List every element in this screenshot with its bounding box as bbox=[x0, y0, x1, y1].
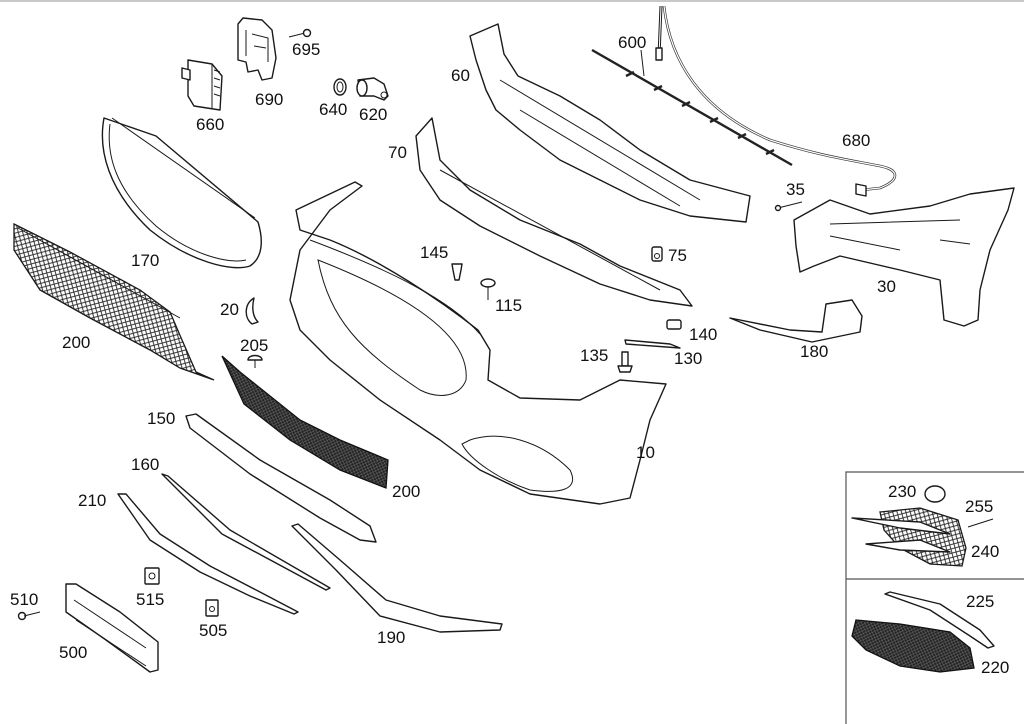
part-180-bracket bbox=[729, 299, 863, 343]
part-150-trim bbox=[185, 413, 377, 543]
part-500-license-plate-holder bbox=[65, 583, 159, 673]
label-680: 680 bbox=[842, 131, 870, 150]
part-660-control-unit bbox=[181, 59, 223, 111]
label-205: 205 bbox=[240, 336, 268, 355]
label-660: 660 bbox=[196, 115, 224, 134]
label-515: 515 bbox=[136, 590, 164, 609]
part-135-screw bbox=[617, 351, 633, 373]
label-60: 60 bbox=[451, 66, 470, 85]
label-695: 695 bbox=[292, 40, 320, 59]
part-145-screw bbox=[451, 263, 463, 281]
part-205-rivet bbox=[247, 354, 263, 368]
label-20: 20 bbox=[220, 300, 239, 319]
label-140: 140 bbox=[689, 325, 717, 344]
part-130-strip bbox=[624, 339, 681, 349]
part-140-clip bbox=[666, 319, 682, 330]
part-620-parking-sensor bbox=[356, 77, 389, 101]
label-130: 130 bbox=[674, 349, 702, 368]
inset-panel bbox=[845, 471, 1024, 724]
label-230: 230 bbox=[888, 482, 916, 501]
label-145: 145 bbox=[420, 243, 448, 262]
part-515-nut bbox=[144, 567, 160, 585]
part-70-reinforcement bbox=[415, 117, 693, 307]
part-640-grommet bbox=[333, 78, 347, 96]
label-150: 150 bbox=[147, 409, 175, 428]
label-170: 170 bbox=[131, 251, 159, 270]
label-10: 10 bbox=[636, 443, 655, 462]
label-35: 35 bbox=[786, 180, 805, 199]
label-690: 690 bbox=[255, 90, 283, 109]
label-30: 30 bbox=[877, 277, 896, 296]
label-640: 640 bbox=[319, 100, 347, 119]
part-210-trim bbox=[117, 493, 299, 615]
label-225: 225 bbox=[966, 592, 994, 611]
part-240-fog-grille bbox=[851, 507, 967, 567]
part-230-fog-lamp bbox=[924, 485, 946, 503]
label-255: 255 bbox=[965, 497, 993, 516]
part-690-bracket bbox=[237, 17, 277, 81]
label-505: 505 bbox=[199, 621, 227, 640]
label-135: 135 bbox=[580, 346, 608, 365]
label-220: 220 bbox=[981, 658, 1009, 677]
part-220-mesh-insert bbox=[851, 619, 975, 673]
part-200-lower-mesh bbox=[221, 355, 389, 489]
part-35-bolt bbox=[774, 201, 803, 212]
label-70: 70 bbox=[388, 143, 407, 162]
part-695-screw bbox=[288, 28, 312, 38]
label-510: 510 bbox=[10, 590, 38, 609]
part-190-trim bbox=[291, 523, 503, 633]
label-240: 240 bbox=[971, 542, 999, 561]
label-180: 180 bbox=[800, 342, 828, 361]
label-200-center: 200 bbox=[392, 482, 420, 501]
part-115-screw bbox=[480, 278, 496, 300]
part-510-screw bbox=[17, 611, 41, 621]
part-75-clip bbox=[651, 246, 663, 262]
label-115: 115 bbox=[495, 296, 522, 315]
part-10-bumper-cover bbox=[289, 181, 667, 505]
label-200-left: 200 bbox=[62, 333, 90, 352]
part-170-grille-frame bbox=[101, 117, 262, 269]
label-190: 190 bbox=[377, 628, 405, 647]
part-505-nut bbox=[205, 599, 219, 617]
top-border bbox=[0, 0, 1024, 2]
label-160: 160 bbox=[131, 455, 159, 474]
part-200-grille-mesh bbox=[13, 222, 215, 381]
label-75: 75 bbox=[668, 246, 687, 265]
label-600: 600 bbox=[618, 33, 646, 52]
label-620: 620 bbox=[359, 105, 387, 124]
part-20-clip bbox=[245, 297, 259, 325]
label-500: 500 bbox=[59, 643, 87, 662]
part-60-absorber bbox=[469, 23, 751, 223]
part-600-wiring-harness bbox=[591, 5, 793, 167]
label-210: 210 bbox=[78, 491, 106, 510]
part-680-cable bbox=[662, 5, 897, 197]
part-225-trim bbox=[884, 591, 995, 649]
part-160-trim bbox=[161, 473, 331, 591]
part-255-screw bbox=[967, 518, 994, 528]
part-30-carrier bbox=[793, 187, 1015, 327]
